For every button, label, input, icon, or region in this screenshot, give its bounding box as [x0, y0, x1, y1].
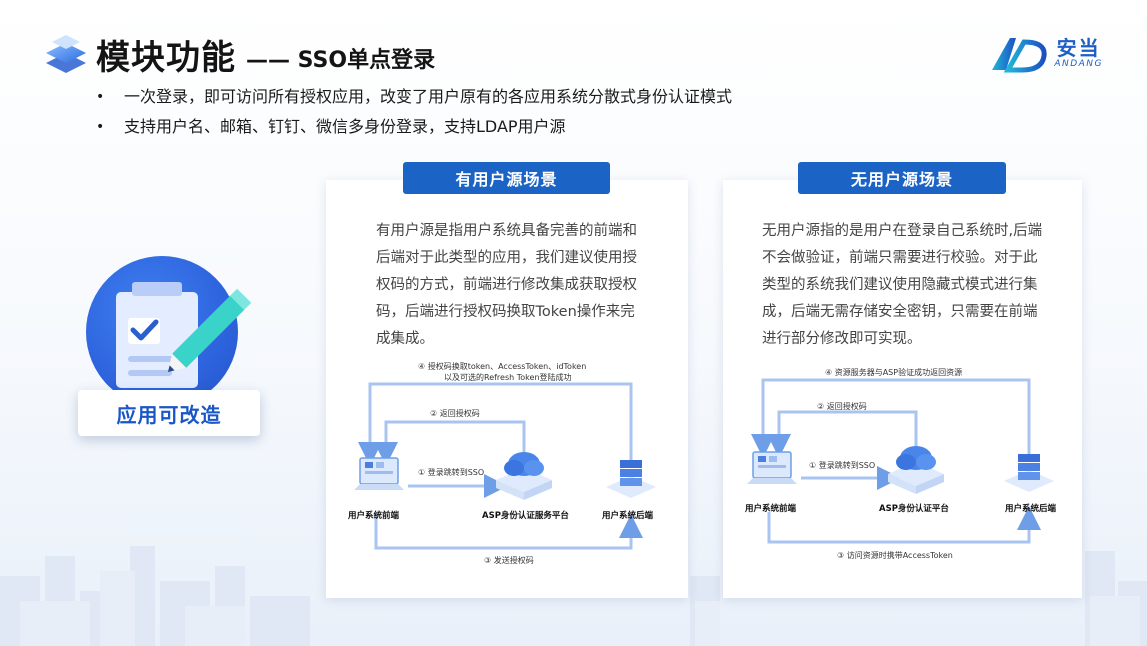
city-skyline-background [0, 546, 1147, 646]
description-without-user-source: 无用户源指的是用户在登录自己系统时,后端不会做验证，前端只需要进行校验。对于此类… [762, 223, 1043, 347]
node-backend-label: 用户系统后端 [1004, 503, 1057, 514]
feature-bullets: •一次登录，即可访问所有授权应用，改变了用户原有的各应用系统分散式身份认证模式 … [96, 82, 732, 142]
backend-server-icon [606, 460, 656, 498]
layers-icon [46, 34, 86, 73]
badge-label: 应用可改造 [116, 402, 222, 427]
step2-label: ② 返回授权码 [817, 401, 867, 411]
checklist-pencil-icon [116, 282, 252, 388]
step3-label: ③ 发送授权码 [484, 555, 534, 565]
step1-label: ① 登录跳转到SSO [809, 460, 875, 470]
frontend-computer-icon [747, 451, 797, 484]
asp-cloud-icon [496, 452, 552, 500]
list-item: •支持用户名、邮箱、钉钉、微信多身份登录，支持LDAP用户源 [96, 117, 566, 136]
brand-name-cn: 安当 [1056, 36, 1101, 60]
asp-cloud-icon [888, 446, 944, 494]
brand-logo: 安当 ANDANG [988, 32, 1103, 74]
page-title: 模块功能 [96, 38, 236, 78]
description-with-user-source: 有用户源是指用户系统具备完善的前端和后端对于此类型的应用，我们建议使用授权码的方… [376, 223, 637, 347]
step3-label: ③ 访问资源时携带AccessToken [837, 550, 953, 560]
tab-with-user-source: 有用户源场景 [403, 162, 610, 194]
node-asp-label: ASP身份认证平台 [879, 503, 949, 514]
header: 模块功能 —— SSO单点登录 [44, 30, 435, 79]
tab-without-user-source: 无用户源场景 [798, 162, 1006, 194]
page-subtitle: —— SSO单点登录 [246, 47, 436, 73]
node-frontend-label: 用户系统前端 [347, 510, 400, 521]
step4-label: ④ 资源服务器与ASP验证成功返回资源 [825, 367, 962, 377]
badge-card: 应用可改造 [78, 390, 260, 436]
flow-diagram-without-user-source: ④ 资源服务器与ASP验证成功返回资源 ② 返回授权码 ① 登录跳转到SSO ③… [744, 367, 1057, 560]
step1-label: ① 登录跳转到SSO [418, 467, 484, 477]
step4-sub-label: 以及可选的Refresh Token登陆成功 [444, 372, 572, 382]
backend-server-icon [1004, 454, 1054, 492]
node-backend-label: 用户系统后端 [601, 510, 654, 521]
frontend-computer-icon [354, 457, 404, 490]
node-asp-label: ASP身份认证服务平台 [482, 510, 569, 521]
brand-name-en: ANDANG [1054, 59, 1103, 69]
step2-label: ② 返回授权码 [430, 408, 480, 418]
andang-logo-icon [992, 38, 1047, 73]
flow-diagram-with-user-source: ④ 授权码换取token、AccessToken、idToken 以及可选的Re… [347, 361, 656, 565]
list-item: •一次登录，即可访问所有授权应用，改变了用户原有的各应用系统分散式身份认证模式 [96, 87, 733, 106]
step4-label: ④ 授权码换取token、AccessToken、idToken [418, 361, 586, 371]
node-frontend-label: 用户系统前端 [744, 503, 797, 514]
